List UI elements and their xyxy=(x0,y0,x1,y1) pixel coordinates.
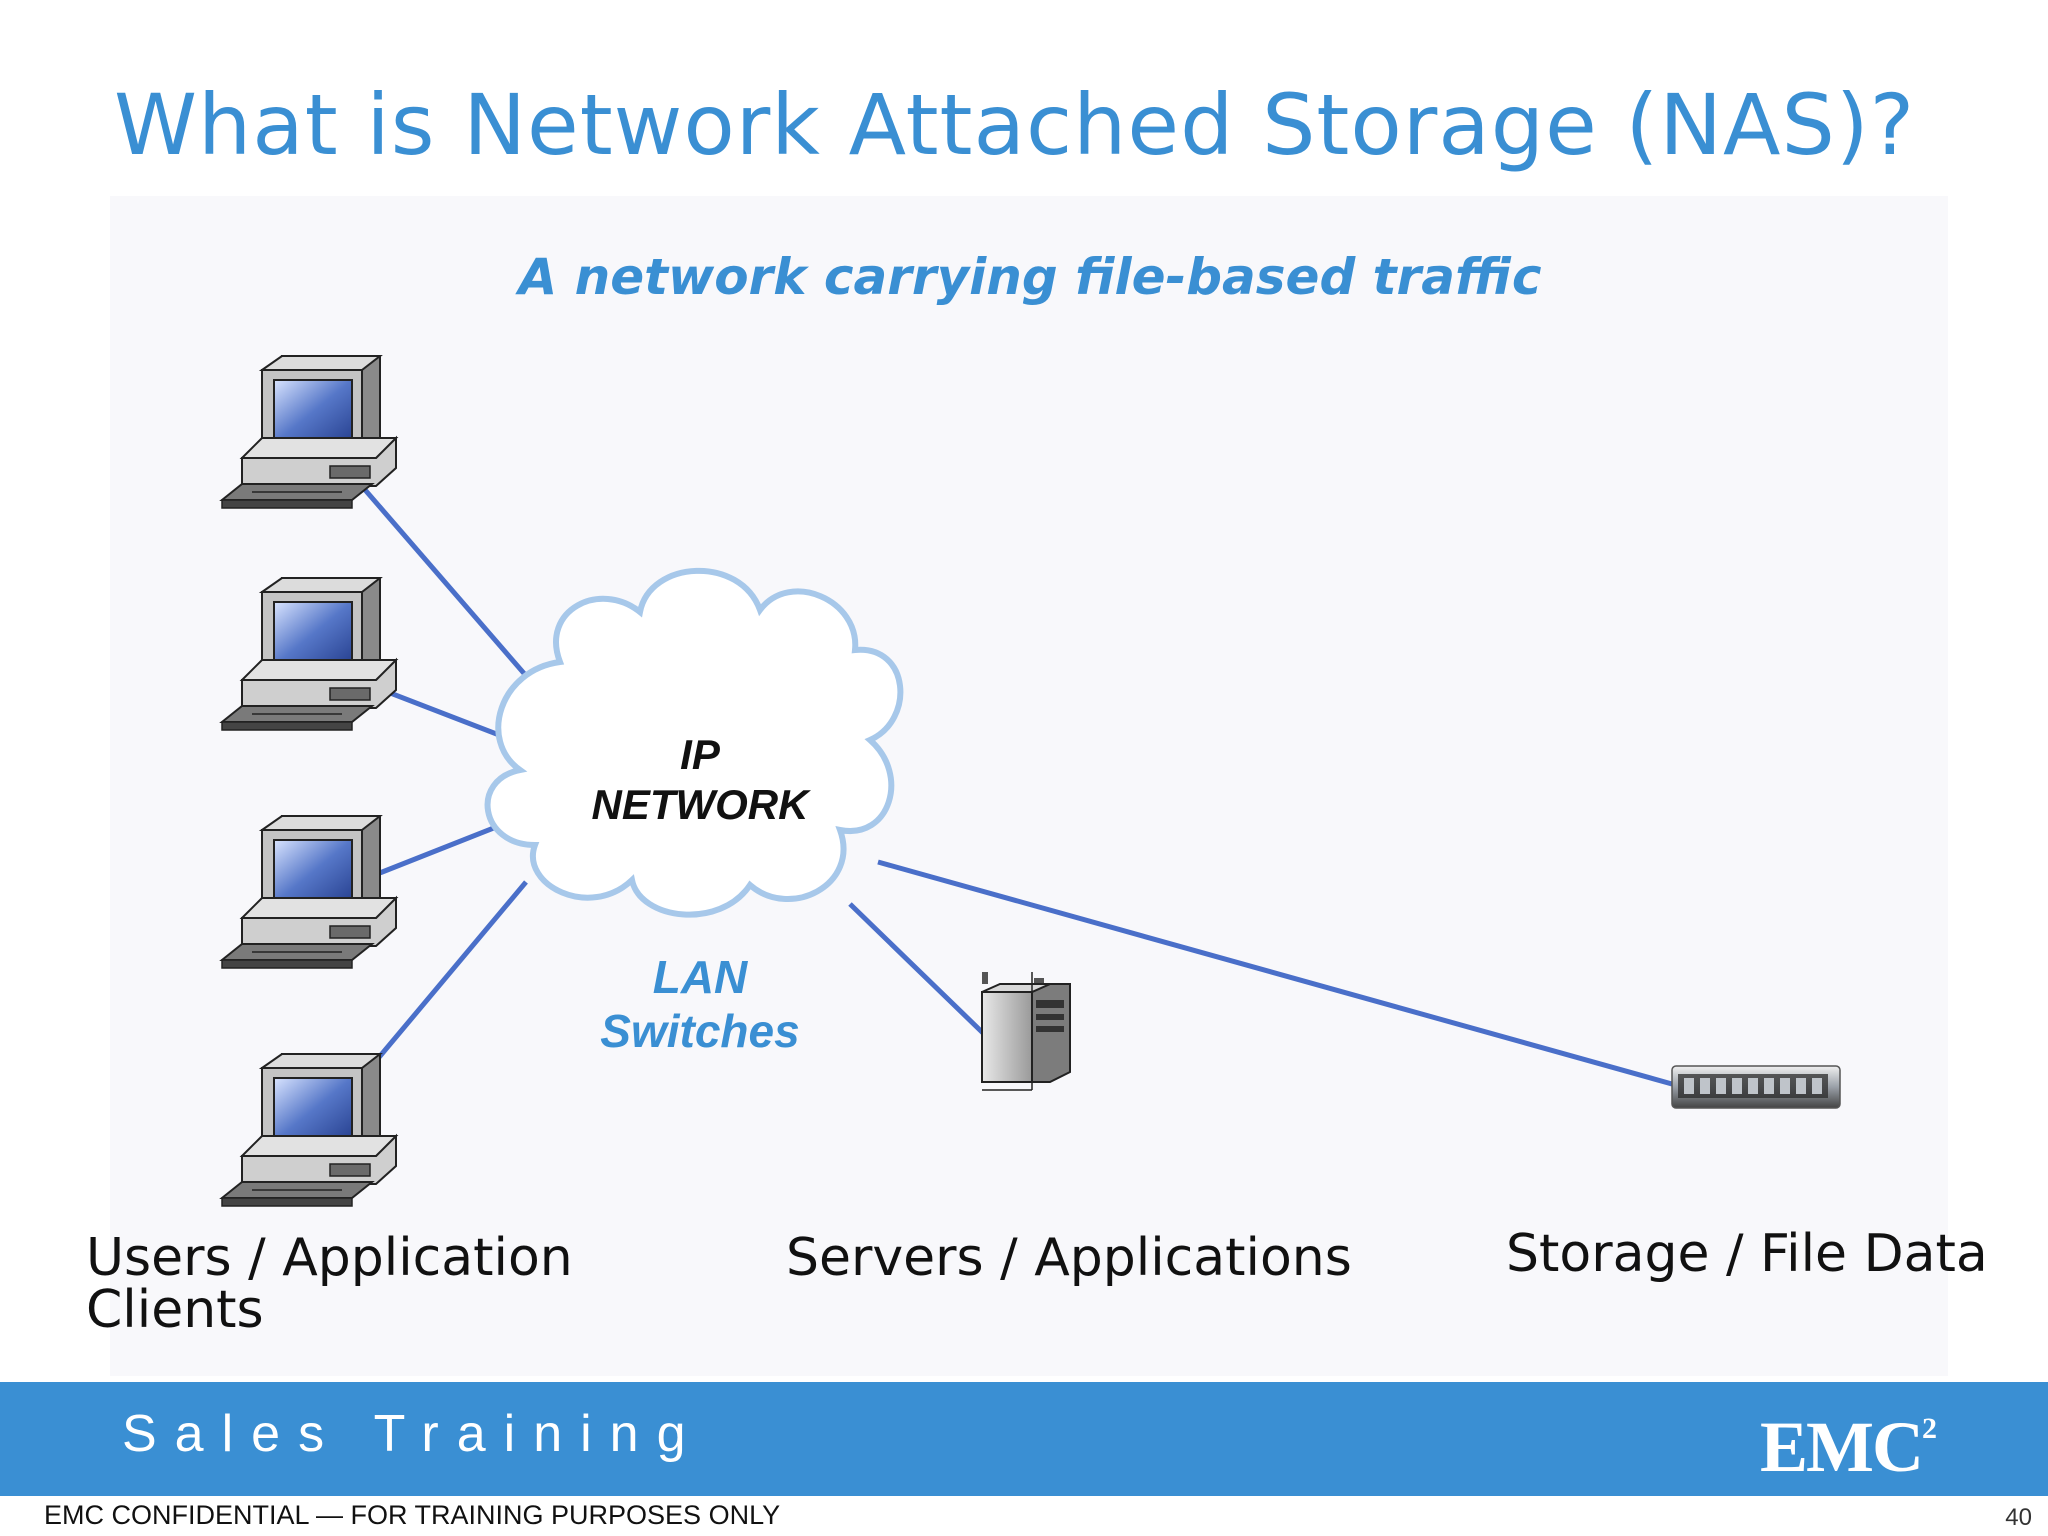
link-client-2 xyxy=(371,683,513,743)
lan-label-line2: Switches xyxy=(600,1005,800,1057)
storage-array-icon xyxy=(1671,1065,1841,1109)
workstation-icon xyxy=(221,1053,397,1207)
link-client-3 xyxy=(361,817,515,883)
ip-network-cloud xyxy=(484,567,904,918)
diagram-subtitle: A network carrying file-based traffic xyxy=(518,248,1542,306)
users-label-line2: Clients xyxy=(86,1280,264,1340)
storage-label: Storage / File Data xyxy=(1506,1224,1988,1284)
workstation-icon xyxy=(221,577,397,731)
confidential-notice: EMC CONFIDENTIAL — FOR TRAINING PURPOSES… xyxy=(44,1500,781,1530)
page-number: 40 xyxy=(2005,1504,2032,1531)
slide-title: What is Network Attached Storage (NAS)? xyxy=(114,76,1916,174)
link-server xyxy=(848,902,986,1036)
cloud-label: IP NETWORK xyxy=(540,730,860,830)
network-links xyxy=(358,482,1673,1087)
lan-switches-label: LAN Switches xyxy=(560,950,840,1058)
emc-logo: EMC2 xyxy=(1760,1406,1937,1489)
cloud-label-line1: IP xyxy=(680,731,720,778)
users-label-line1: Users / Application xyxy=(86,1228,573,1288)
diagram-panel xyxy=(110,196,1948,1376)
emc-logo-superscript: 2 xyxy=(1921,1412,1937,1445)
link-client-4 xyxy=(358,880,528,1082)
workstation-icon xyxy=(221,815,397,969)
server-tower-icon xyxy=(981,972,1071,1091)
workstation-icon xyxy=(221,355,397,509)
servers-label: Servers / Applications xyxy=(786,1228,1352,1288)
emc-logo-text: EMC xyxy=(1760,1407,1924,1487)
lan-label-line1: LAN xyxy=(652,951,748,1003)
footer-bar: Sales Training EMC2 xyxy=(0,1382,2048,1496)
cloud-label-line2: NETWORK xyxy=(591,781,809,828)
users-label: Users / Application Clients xyxy=(86,1232,573,1336)
footer-tagline: Sales Training xyxy=(122,1405,704,1463)
link-client-1 xyxy=(358,482,530,680)
link-storage xyxy=(877,859,1673,1087)
